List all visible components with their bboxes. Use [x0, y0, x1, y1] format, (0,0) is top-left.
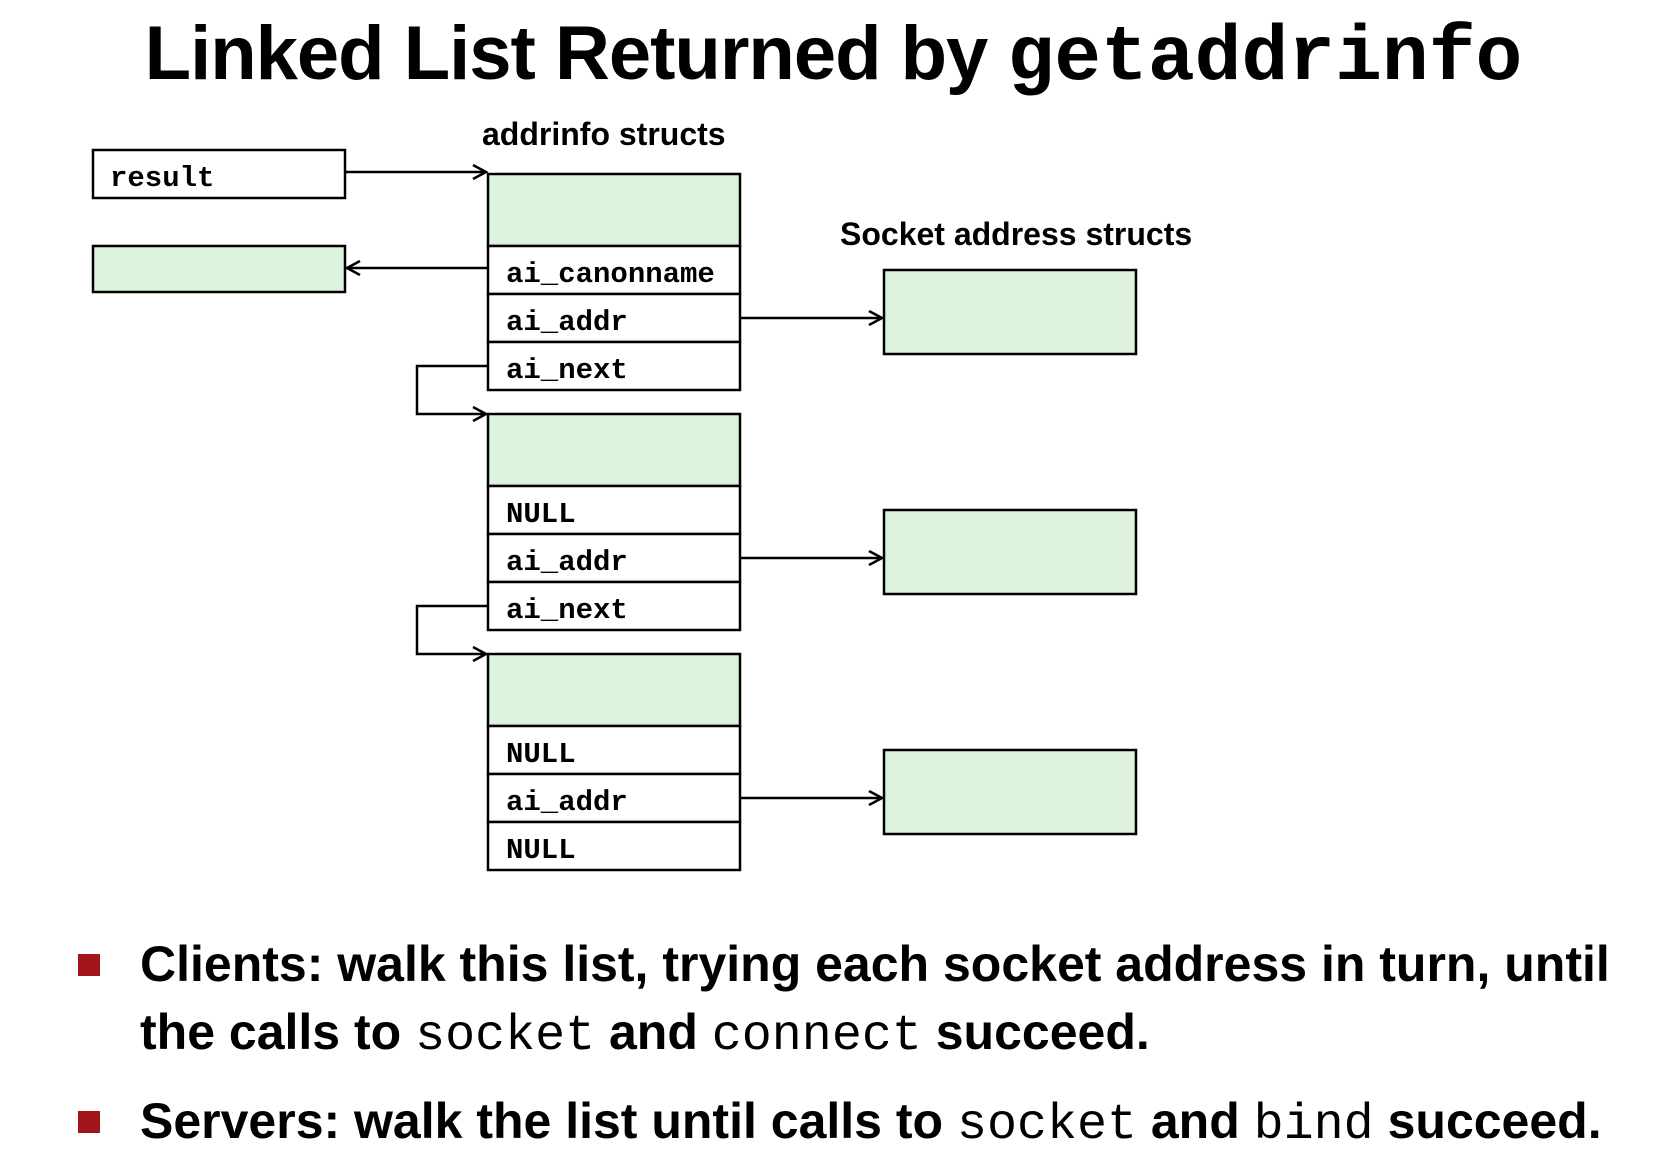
field-label: ai_addr [506, 306, 628, 339]
next-arrow-2 [415, 604, 488, 654]
bullet-text: succeed. [921, 1004, 1150, 1060]
sockaddr-box-1 [882, 268, 1138, 356]
bullet-text: and [1136, 1093, 1254, 1149]
linked-list-diagram: addrinfo structs Socket address structs … [91, 120, 1192, 872]
bullet-list: Clients: walk this list, trying each soc… [70, 930, 1650, 1160]
bullet-code: socket [415, 1008, 596, 1065]
field-label: ai_next [506, 594, 628, 627]
addrinfo-caption: addrinfo structs [482, 120, 726, 152]
field-label: ai_addr [506, 546, 628, 579]
addrinfo-struct-3: NULL ai_addr NULL [486, 652, 742, 872]
bullet-text: Servers: walk the list until calls to [140, 1093, 957, 1149]
struct-field [486, 820, 742, 872]
result-label: result [110, 162, 214, 195]
field-label: ai_canonname [506, 258, 715, 291]
bullet-text: succeed. [1373, 1093, 1602, 1149]
sockaddr-caption: Socket address structs [840, 216, 1192, 252]
bullet-servers: Servers: walk the list until calls to so… [70, 1087, 1650, 1160]
struct-field [486, 244, 742, 296]
field-label: ai_next [506, 354, 628, 387]
struct-header [486, 652, 742, 728]
struct-field [486, 484, 742, 536]
field-label: NULL [506, 834, 576, 867]
bullet-clients: Clients: walk this list, trying each soc… [70, 930, 1650, 1071]
bullet-marker [78, 1111, 100, 1133]
addrinfo-struct-2: NULL ai_addr ai_next [486, 412, 742, 632]
next-arrow-1 [415, 364, 488, 414]
sockaddr-box-3 [882, 748, 1138, 836]
bullet-code: connect [711, 1008, 922, 1065]
title-text: Linked List Returned by [144, 11, 1008, 96]
struct-header [486, 172, 742, 248]
addrinfo-struct-1: ai_canonname ai_addr ai_next [486, 172, 742, 392]
struct-field [486, 292, 742, 344]
title-code: getaddrinfo [1007, 15, 1523, 103]
result-box [91, 148, 347, 200]
bullet-marker [78, 954, 100, 976]
bullet-text: Clients: walk this list, trying each soc… [140, 936, 1610, 1060]
struct-field [486, 532, 742, 584]
canonname-box [91, 244, 347, 294]
field-label: NULL [506, 738, 576, 771]
field-label: ai_addr [506, 786, 628, 819]
struct-header [486, 412, 742, 488]
sockaddr-box-2 [882, 508, 1138, 596]
bullet-text: and [595, 1004, 712, 1060]
bullet-code: socket [956, 1097, 1137, 1154]
bullet-code: bind [1253, 1097, 1374, 1154]
struct-field [486, 580, 742, 632]
field-label: NULL [506, 498, 576, 531]
page-title: Linked List Returned by getaddrinfo [0, 10, 1667, 103]
